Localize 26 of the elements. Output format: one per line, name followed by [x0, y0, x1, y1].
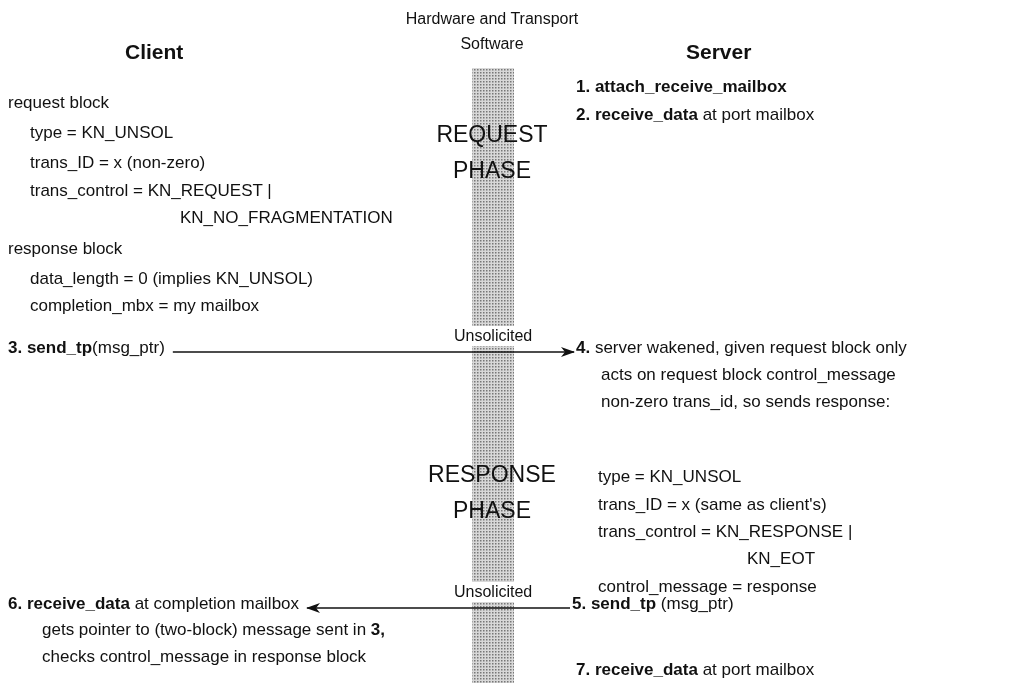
field-text: trans_control = KN_REQUEST | KN_NO_FRAGMENTATION	[30, 180, 394, 229]
field-text: completion_mbx = my mailbox	[30, 295, 260, 317]
edge-label: Unsolicited	[452, 582, 535, 602]
field-text: type = KN_UNSOL	[598, 466, 742, 488]
step-text: 6. receive_data at completion mailbox	[8, 590, 300, 617]
step-text: 1. attach_receive_mailbox	[576, 76, 787, 98]
block-heading: request block	[8, 92, 110, 114]
field-text: trans_ID = x (non-zero)	[30, 152, 206, 174]
arrow	[306, 603, 571, 613]
block-heading: response block	[8, 238, 123, 260]
step-text: 2. receive_data at port mailbox	[576, 104, 815, 126]
step-text: 7. receive_data at port mailbox	[576, 659, 815, 681]
phase-label: REQUEST PHASE	[435, 120, 549, 185]
field-text: data_length = 0 (implies KN_UNSOL)	[30, 268, 313, 290]
edge-label: Unsolicited	[452, 326, 535, 346]
phase-label: RESPONSE PHASE	[427, 460, 557, 525]
step-note: gets pointer to (two-block) message sent in 3, checks control_message in response block	[42, 619, 386, 668]
field-text: type = KN_UNSOL	[30, 122, 174, 144]
column-heading: Client	[125, 39, 184, 65]
step-text: 4. server wakened, given request block only acts on request block control_message non-zero trans_id, so sends response:	[576, 334, 931, 415]
step-text: 3. send_tp(msg_ptr)	[8, 334, 165, 361]
field-text: control_message = response	[598, 576, 817, 597]
field-text: trans_ID = x (same as client's)	[598, 494, 827, 516]
column-heading: Hardware and Transport Software	[404, 9, 580, 54]
column-heading: Server	[686, 39, 752, 65]
arrow	[172, 347, 575, 357]
